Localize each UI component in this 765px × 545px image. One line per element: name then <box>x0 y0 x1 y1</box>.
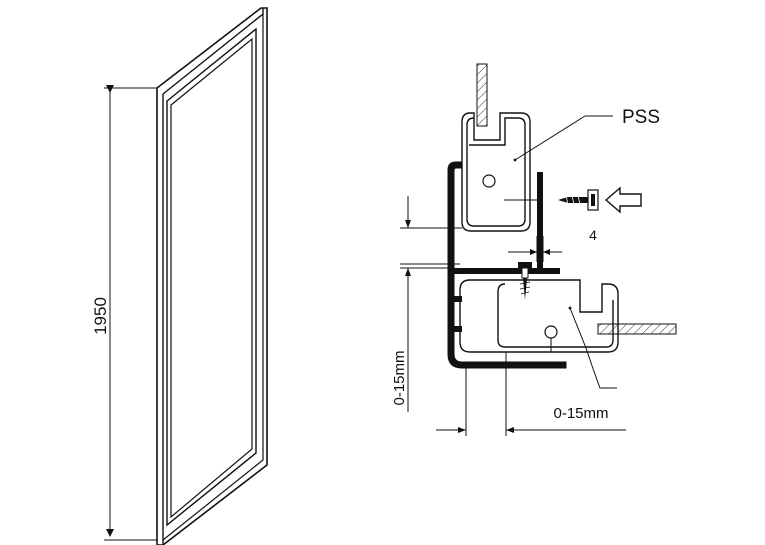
horizontal-screw <box>558 189 599 211</box>
shower-panel-drawing: 1950 <box>91 7 268 545</box>
panel-frame-top-edge <box>162 8 264 95</box>
profile-detail-drawing: 4 PSS 0-15mm 0-15mm <box>391 63 677 436</box>
vertical-screw <box>518 262 532 300</box>
wall-l-profile <box>447 161 567 369</box>
horizontal-adjust-label: 0-15mm <box>553 405 608 422</box>
lower-leader-line <box>569 307 617 389</box>
lower-profile <box>459 279 619 353</box>
upper-profile <box>461 112 531 232</box>
glass-pane-top <box>476 63 488 127</box>
gap-dimension-label: 4 <box>589 227 597 243</box>
panel-frame-right-edge <box>162 14 264 541</box>
profile-horizontal-rail <box>454 268 560 274</box>
panel-glass-inner <box>170 37 253 519</box>
lower-profile-inner <box>497 283 614 348</box>
panel-glass-frame <box>166 27 257 527</box>
profile-tab-1 <box>454 296 462 302</box>
panel-outer-frame <box>156 7 268 545</box>
height-dimension-label: 1950 <box>91 297 110 335</box>
vertical-adjust-label: 0-15mm <box>391 350 408 405</box>
lower-profile-bore <box>544 325 558 339</box>
upper-profile-bore <box>482 174 496 188</box>
pss-leader-line <box>514 115 586 161</box>
pss-profile-label: PSS <box>622 107 660 128</box>
insertion-arrow-icon <box>604 186 642 214</box>
upper-profile-inner <box>466 117 526 227</box>
profile-tab-2 <box>454 326 462 332</box>
glass-pane-right <box>597 323 677 335</box>
profile-vertical-flange <box>537 172 543 272</box>
